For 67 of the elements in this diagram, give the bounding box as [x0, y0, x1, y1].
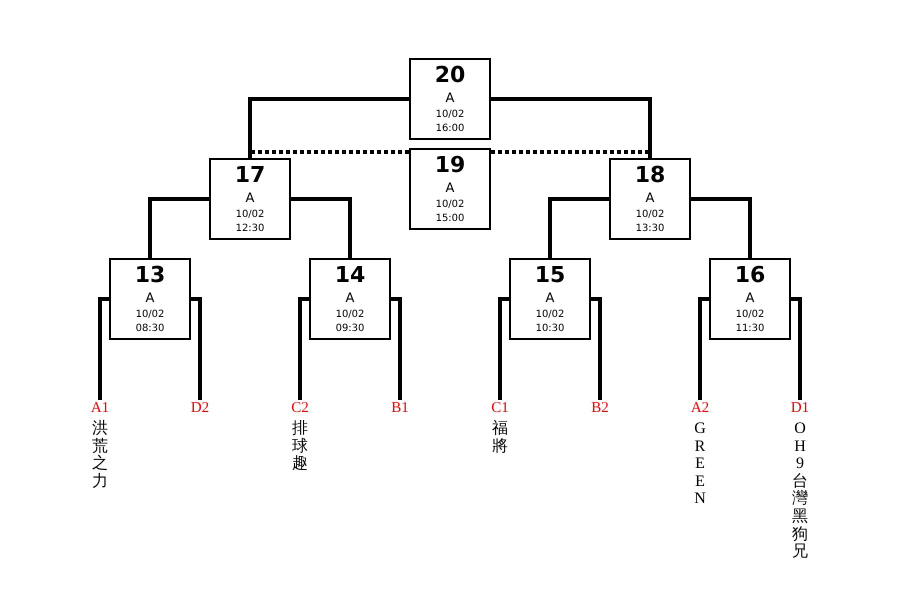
match-date: 10/02 — [436, 198, 464, 212]
match-number: 16 — [734, 262, 766, 290]
court-label: A — [446, 90, 454, 108]
seed-label: A1 — [90, 400, 110, 416]
court-label: A — [346, 290, 354, 308]
dashed-bracket-line — [248, 150, 409, 158]
match-date: 10/02 — [236, 208, 264, 222]
court-label: A — [546, 290, 554, 308]
bracket-line — [548, 197, 609, 258]
seed-label: C1 — [491, 400, 509, 416]
match-time: 12:30 — [236, 222, 264, 236]
match-number: 19 — [434, 152, 466, 180]
match-time: 11:30 — [736, 322, 764, 336]
bracket-line — [298, 297, 309, 400]
match-box — [109, 258, 191, 340]
team-name: 福將 — [492, 420, 508, 456]
team-name: 排球趣 — [292, 420, 308, 473]
match-box — [409, 58, 491, 140]
seed-label: A2 — [690, 400, 710, 416]
bracket-line — [191, 297, 202, 400]
match-box — [709, 258, 791, 340]
match-time: 10:30 — [536, 322, 564, 336]
seed-label: B1 — [391, 400, 409, 416]
match-time: 13:30 — [636, 222, 664, 236]
match-number: 13 — [134, 262, 166, 290]
court-label: A — [146, 290, 154, 308]
bracket-line — [148, 197, 209, 258]
seed-label: C2 — [291, 400, 309, 416]
match-time: 09:30 — [336, 322, 364, 336]
match-box — [209, 158, 291, 240]
bracket-line — [98, 297, 109, 400]
match-number: 17 — [234, 162, 266, 190]
bracket-line — [498, 297, 509, 400]
match-date: 10/02 — [136, 308, 164, 322]
match-box — [509, 258, 591, 340]
match-box — [409, 148, 491, 230]
match-box — [609, 158, 691, 240]
court-label: A — [746, 290, 754, 308]
court-label: A — [646, 190, 654, 208]
match-date: 10/02 — [636, 208, 664, 222]
match-time: 08:30 — [136, 322, 164, 336]
bracket-line — [791, 297, 802, 400]
seed-label: D2 — [190, 400, 210, 416]
team-name: OH9台灣黑狗兄 — [792, 420, 808, 561]
match-date: 10/02 — [536, 308, 564, 322]
match-number: 18 — [634, 162, 666, 190]
bracket-line — [698, 297, 709, 400]
seed-label: B2 — [591, 400, 609, 416]
match-time: 15:00 — [436, 212, 464, 226]
bracket-line — [291, 197, 352, 258]
bracket-line — [391, 297, 402, 400]
dashed-bracket-line — [491, 150, 652, 158]
bracket-line — [691, 197, 752, 258]
match-number: 15 — [534, 262, 566, 290]
bracket-line — [591, 297, 602, 400]
match-time: 16:00 — [436, 122, 464, 136]
team-name: GREEN — [693, 420, 707, 508]
match-date: 10/02 — [736, 308, 764, 322]
match-date: 10/02 — [336, 308, 364, 322]
court-label: A — [446, 180, 454, 198]
match-date: 10/02 — [436, 108, 464, 122]
team-name: 洪荒之力 — [92, 420, 108, 490]
seed-label: D1 — [790, 400, 810, 416]
court-label: A — [246, 190, 254, 208]
match-number: 20 — [434, 62, 466, 90]
match-number: 14 — [334, 262, 366, 290]
match-box — [309, 258, 391, 340]
